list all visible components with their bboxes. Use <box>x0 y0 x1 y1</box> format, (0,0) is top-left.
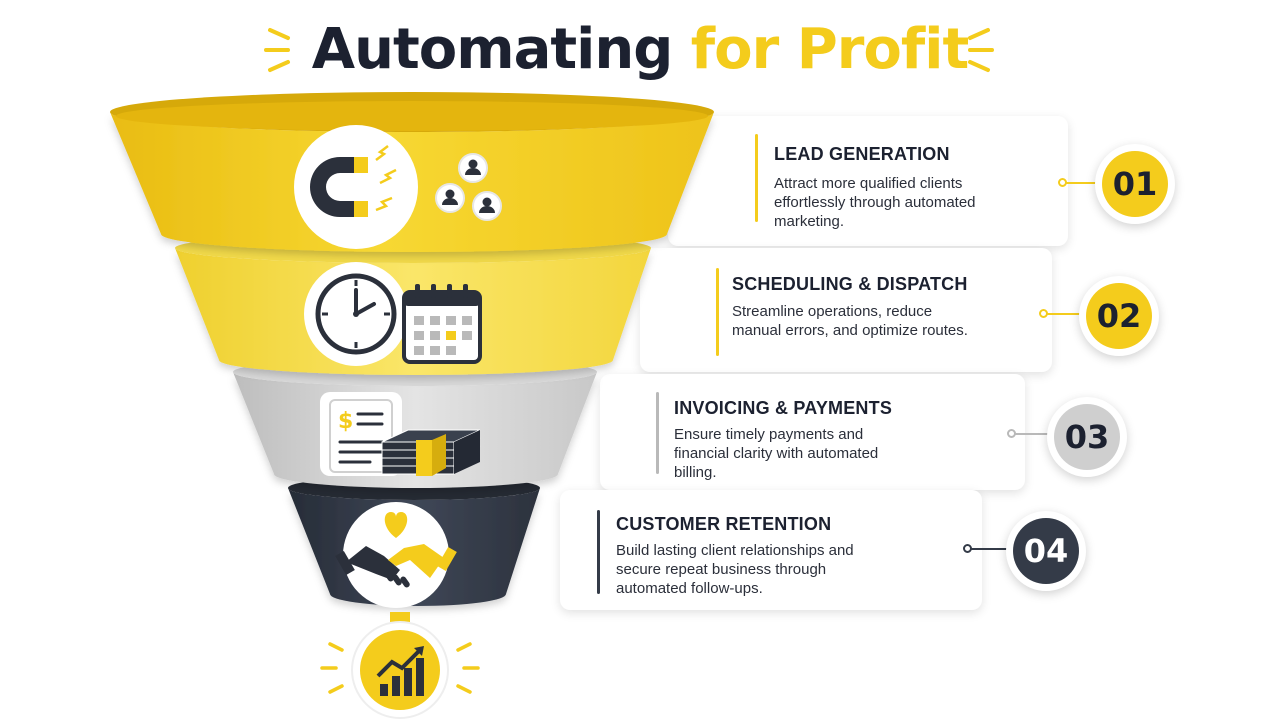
stage-number: 04 <box>1013 518 1079 584</box>
title-part-1: Automating <box>311 17 674 82</box>
clock-icon <box>304 262 408 366</box>
magnet-icon <box>294 125 418 249</box>
stage-card-2: SCHEDULING & DISPATCH Streamline operati… <box>640 248 1052 372</box>
stage-badge-2: 02 <box>1079 276 1159 356</box>
stage-badge-4: 04 <box>1006 511 1086 591</box>
title-sparkle-right-icon <box>968 28 994 72</box>
connector-line <box>1047 313 1083 315</box>
stage-card-4: CUSTOMER RETENTION Build lasting client … <box>560 490 982 610</box>
stage-title: INVOICING & PAYMENTS <box>674 398 893 418</box>
stage-card-1: LEAD GENERATION Attract more qualified c… <box>668 116 1068 246</box>
stage-accent-bar <box>597 510 600 594</box>
growth-chart-icon <box>320 621 480 719</box>
stage-description: Ensure timely payments and financial cla… <box>674 426 879 481</box>
stage-number: 02 <box>1086 283 1152 349</box>
title-sparkle-left-icon <box>264 28 290 72</box>
stage-number: 01 <box>1102 151 1168 217</box>
stage-description: Streamline operations, reduce manual err… <box>732 303 968 339</box>
stage-badge-1: 01 <box>1095 144 1175 224</box>
stage-description: Build lasting client relationships and s… <box>616 542 854 597</box>
stage-accent-bar <box>656 392 659 474</box>
stage-description: Attract more qualified clients effortles… <box>774 175 976 230</box>
people-icon <box>435 153 502 221</box>
stage-title: CUSTOMER RETENTION <box>616 514 832 534</box>
title-part-2: for Profit <box>690 17 969 82</box>
invoice-icon: $ <box>320 392 402 476</box>
funnel-graphic: $ <box>110 92 714 719</box>
connector-line <box>1066 182 1100 184</box>
cash-icon <box>381 429 481 476</box>
stage-badge-3: 03 <box>1047 397 1127 477</box>
handshake-icon <box>335 544 457 588</box>
stage-card-3: INVOICING & PAYMENTS Ensure timely payme… <box>600 374 1025 490</box>
connector-line <box>1015 433 1051 435</box>
stage-accent-bar <box>716 268 719 356</box>
stage-accent-bar <box>755 134 758 222</box>
stage-number: 03 <box>1054 404 1120 470</box>
connector-line <box>971 548 1011 550</box>
stage-title: LEAD GENERATION <box>774 144 950 164</box>
page-title: Automating for Profit <box>0 14 1280 86</box>
svg-text:$: $ <box>338 409 353 434</box>
calendar-icon <box>402 284 482 364</box>
stage-title: SCHEDULING & DISPATCH <box>732 274 968 294</box>
